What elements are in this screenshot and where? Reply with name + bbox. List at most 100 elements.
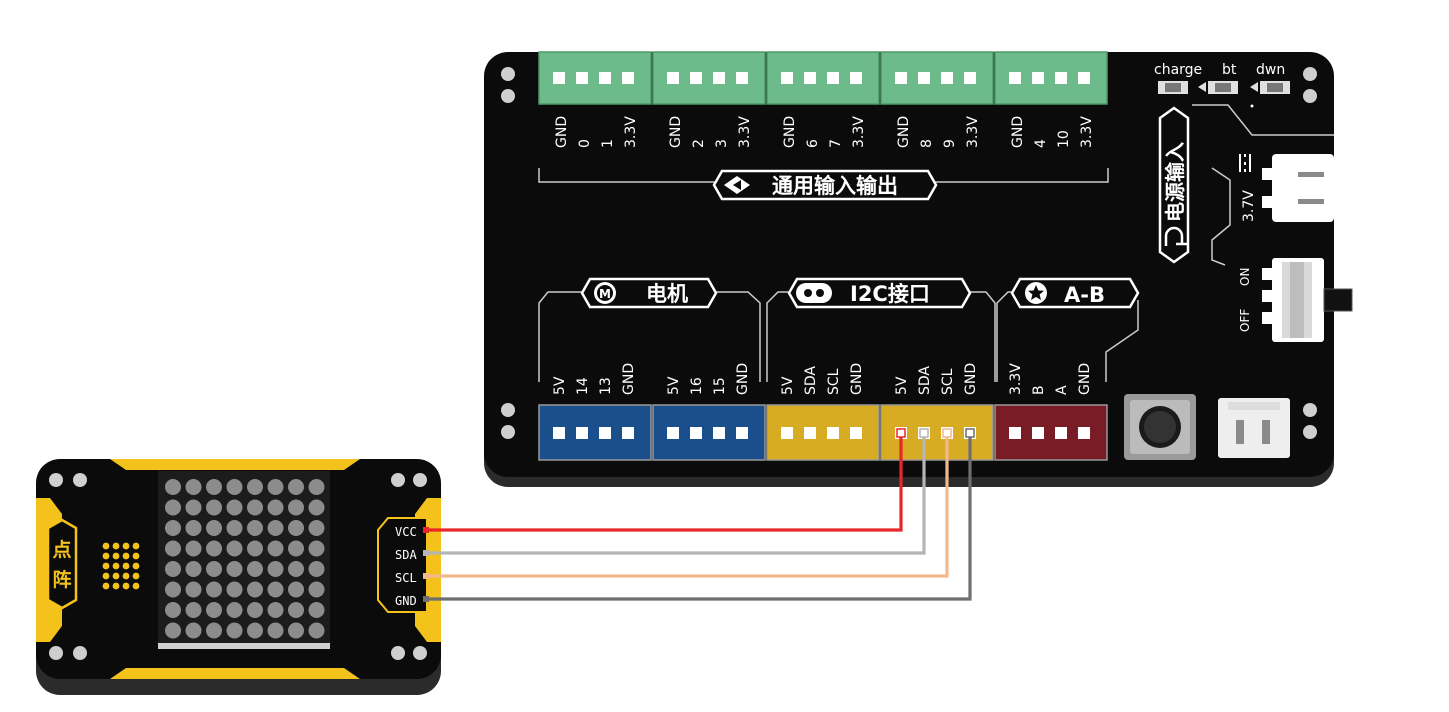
gpio-pin-socket (576, 72, 588, 84)
matrix-led (206, 499, 222, 516)
port-pin-label: 13 (598, 377, 614, 395)
gpio-pin-label: 8 (919, 139, 935, 148)
matrix-led (288, 622, 304, 639)
matrix-led (288, 581, 304, 598)
pin-label-scl: SCL (395, 571, 417, 585)
matrix-led (226, 540, 243, 557)
wires (423, 428, 975, 602)
wire-vcc (423, 428, 906, 533)
matrix-led (185, 520, 202, 536)
matrix-led (267, 499, 284, 516)
matrix-led (226, 520, 243, 536)
matrix-led (206, 602, 222, 618)
module-mount-holes (49, 473, 427, 660)
matrix-led (165, 581, 181, 598)
power-title-badge: 电源输入 (1158, 106, 1190, 264)
bt-led (1198, 81, 1238, 94)
module-title-char-1: 点 (52, 539, 71, 561)
port-pin-socket (599, 427, 611, 439)
matrix-led (288, 499, 304, 516)
matrix-led (185, 561, 202, 577)
matrix-led (247, 499, 263, 516)
led-matrix-module: 点 阵 VCC SDA SCL GND (36, 459, 441, 695)
gpio-pin-socket (781, 72, 793, 84)
ab-bracket-left (996, 291, 1014, 382)
gpio-pin-label: 3.3V (851, 116, 867, 148)
wire-scl (423, 428, 952, 579)
wire-sda (423, 428, 929, 556)
gpio-bracket (538, 168, 1109, 183)
matrix-led (185, 479, 202, 495)
gpio-pin-socket (690, 72, 702, 84)
gpio-pin-label: 9 (942, 139, 958, 148)
port-pin-socket (576, 427, 588, 439)
matrix-led (226, 479, 243, 495)
matrix-led (226, 499, 243, 516)
port-pin-label: A (1054, 385, 1070, 395)
gpio-pin-socket (964, 72, 976, 84)
matrix-led (226, 561, 243, 577)
matrix-led (308, 520, 325, 536)
matrix-led (288, 540, 304, 557)
gpio-pin-label: 3.3V (623, 116, 639, 148)
gpio-pin-label: 3.3V (737, 116, 753, 148)
matrix-led (185, 499, 202, 516)
charge-led (1158, 81, 1188, 94)
i2c-bracket-left (766, 291, 790, 382)
power-switch[interactable] (1262, 258, 1353, 342)
matrix-led (308, 602, 325, 618)
gpio-pin-socket (1078, 72, 1090, 84)
matrix-led (267, 561, 284, 577)
matrix-led (247, 479, 263, 495)
matrix-leds (165, 479, 325, 639)
matrix-led (206, 540, 222, 557)
pin-label-sda: SDA (395, 548, 417, 562)
power-voltage: 3.7V (1241, 190, 1257, 222)
matrix-led (206, 479, 222, 495)
module-pin-header: VCC SDA SCL GND (377, 517, 428, 613)
port-pin-label: 3.3V (1008, 363, 1024, 395)
gpio-pin-socket (553, 72, 565, 84)
port-pin-socket (804, 427, 816, 439)
matrix-led (206, 622, 222, 639)
port-pin-label: 5V (666, 376, 682, 395)
matrix-led (185, 581, 202, 598)
gpio-pin-label: 6 (805, 139, 821, 148)
gpio-pin-label: 4 (1033, 139, 1049, 148)
matrix-led (185, 622, 202, 639)
switch-knob[interactable] (1323, 288, 1353, 312)
matrix-led (165, 561, 181, 577)
pin-label-gnd: GND (395, 594, 417, 608)
port-pin-label: SDA (917, 366, 933, 395)
matrix-led (165, 622, 181, 639)
matrix-led (206, 581, 222, 598)
gpio-pin-socket (941, 72, 953, 84)
port-pin-socket (690, 427, 702, 439)
ab-title-badge: A-B (1010, 277, 1140, 309)
port-pin-label: GND (621, 363, 637, 395)
module-title-char-2: 阵 (52, 568, 71, 591)
gpio-pin-socket (804, 72, 816, 84)
charge-label: charge (1154, 62, 1202, 78)
port-pin-label: 5V (552, 376, 568, 395)
matrix-led (308, 622, 325, 639)
gpio-pin-label: GND (668, 116, 684, 148)
port-pin-label: GND (963, 363, 979, 395)
reset-button[interactable] (1124, 394, 1196, 460)
gpio-pin-socket (622, 72, 634, 84)
i2c-bracket-right (968, 291, 996, 382)
ab-bracket-right (1105, 300, 1139, 382)
gpio-pin-label: GND (554, 116, 570, 148)
gpio-pin-socket (1032, 72, 1044, 84)
dc-symbol-icon (1239, 154, 1251, 172)
